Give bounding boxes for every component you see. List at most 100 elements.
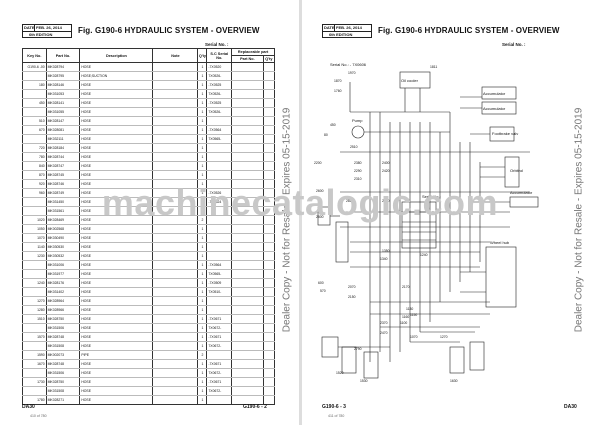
diagram-callout: 2070 [348, 285, 356, 289]
diagram-callout: 2800 [316, 215, 324, 219]
part-no-cell: MK031402 [45, 287, 81, 297]
figure-title-right: Fig. G190-6 HYDRAULIC SYSTEM - OVERVIEW [378, 26, 560, 35]
part-no-cell: MK028750 [45, 377, 81, 387]
diagram-callout: 1270 [440, 335, 448, 339]
rep-qty-cell [262, 188, 276, 198]
key-no-cell: 1270 [22, 296, 47, 306]
description-cell: HOSE [79, 125, 154, 135]
key-no-cell [22, 368, 47, 378]
note-cell [152, 188, 199, 198]
rep-part-cell [231, 242, 264, 252]
rep-part-cell [231, 269, 264, 279]
date-label-right: DATE [324, 25, 335, 31]
rep-qty-cell [262, 359, 276, 369]
col-description: Description [79, 48, 154, 63]
qty-cell: 1 [197, 314, 208, 324]
note-cell [152, 107, 199, 117]
serial-cell: -7X0525 [206, 98, 233, 108]
qty-cell: 1 [197, 251, 208, 261]
diagram-callout: 2700 [382, 199, 390, 203]
description-cell: HOSE [79, 107, 154, 117]
rep-part-cell [231, 278, 264, 288]
qty-cell: 1 [197, 323, 208, 333]
description-cell: HOSE [79, 116, 154, 126]
key-no-cell: 1050 [22, 224, 47, 234]
serial-cell: 7X0672- [206, 386, 233, 396]
serial-cell [206, 242, 233, 252]
note-cell [152, 62, 199, 72]
description-cell: HOSE [79, 386, 154, 396]
description-cell: PIPE [79, 350, 154, 360]
note-cell [152, 368, 199, 378]
note-cell [152, 215, 199, 225]
date-value: FEB. 26, 2014 [36, 25, 62, 30]
note-cell [152, 260, 199, 270]
page-gutter [299, 0, 302, 425]
key-no-cell [22, 71, 47, 81]
footer-page: G190-6 - 2 [243, 404, 267, 410]
part-no-cell: MK028747 [45, 161, 81, 171]
diagram-callout: 2150 [348, 295, 356, 299]
note-cell [152, 314, 199, 324]
date-value-right: FEB. 26, 2014 [336, 25, 362, 30]
qty-cell: 1 [197, 98, 208, 108]
description-cell: HOSE [79, 269, 154, 279]
description-cell: HOSE [79, 161, 154, 171]
part-no-cell: MK028146 [45, 80, 81, 90]
col-note: Note [152, 48, 199, 63]
qty-cell: 1 [197, 287, 208, 297]
serial-cell [206, 224, 233, 234]
qty-cell: 1 [197, 80, 208, 90]
label-pump: Pump [352, 118, 363, 123]
rep-qty-cell [262, 161, 276, 171]
qty-cell: 1 [197, 278, 208, 288]
rep-qty-cell [262, 377, 276, 387]
key-no-cell: 1230 [22, 251, 47, 261]
description-cell: HOSE;SUCTION [79, 71, 154, 81]
rep-qty-cell [262, 62, 276, 72]
description-cell: HOSE [79, 368, 154, 378]
note-cell [152, 269, 199, 279]
key-no-cell: 180 [22, 80, 47, 90]
rep-qty-cell [262, 233, 276, 243]
rep-qty-cell [262, 269, 276, 279]
rep-qty-cell [262, 107, 276, 117]
diagram-callout: 600 [318, 281, 324, 285]
rep-qty-cell [262, 170, 276, 180]
rep-part-cell [231, 251, 264, 261]
qty-cell: 1 [197, 395, 208, 405]
accumulator-1-box [481, 86, 517, 100]
label-footbrake-valve: Footbrake valv [492, 131, 518, 136]
serial-cell: 7X0526- [206, 71, 233, 81]
footer-page-count: 410 of 780 [30, 414, 47, 418]
note-cell [152, 224, 199, 234]
diagram-callout: 1520 [336, 371, 344, 375]
note-cell [152, 242, 199, 252]
rep-qty-cell [262, 179, 276, 189]
serial-cell [206, 296, 233, 306]
serial-cell: -7X0564 [206, 260, 233, 270]
label-wheel-hub: Wheel hub [490, 240, 510, 245]
qty-cell: 1 [197, 161, 208, 171]
bottom-cylinder-3 [449, 346, 465, 374]
note-cell [152, 377, 199, 387]
label-accumulator-1: Accumulator [483, 91, 506, 96]
serial-cell [206, 170, 233, 180]
qty-cell: 1 [197, 242, 208, 252]
description-cell: HOSE [79, 206, 154, 216]
part-no-cell: MK028748 [45, 359, 81, 369]
part-no-cell: MK002073 [45, 350, 81, 360]
left-valve-block [335, 221, 349, 263]
qty-cell: 1 [197, 224, 208, 234]
rep-part-cell [231, 377, 264, 387]
